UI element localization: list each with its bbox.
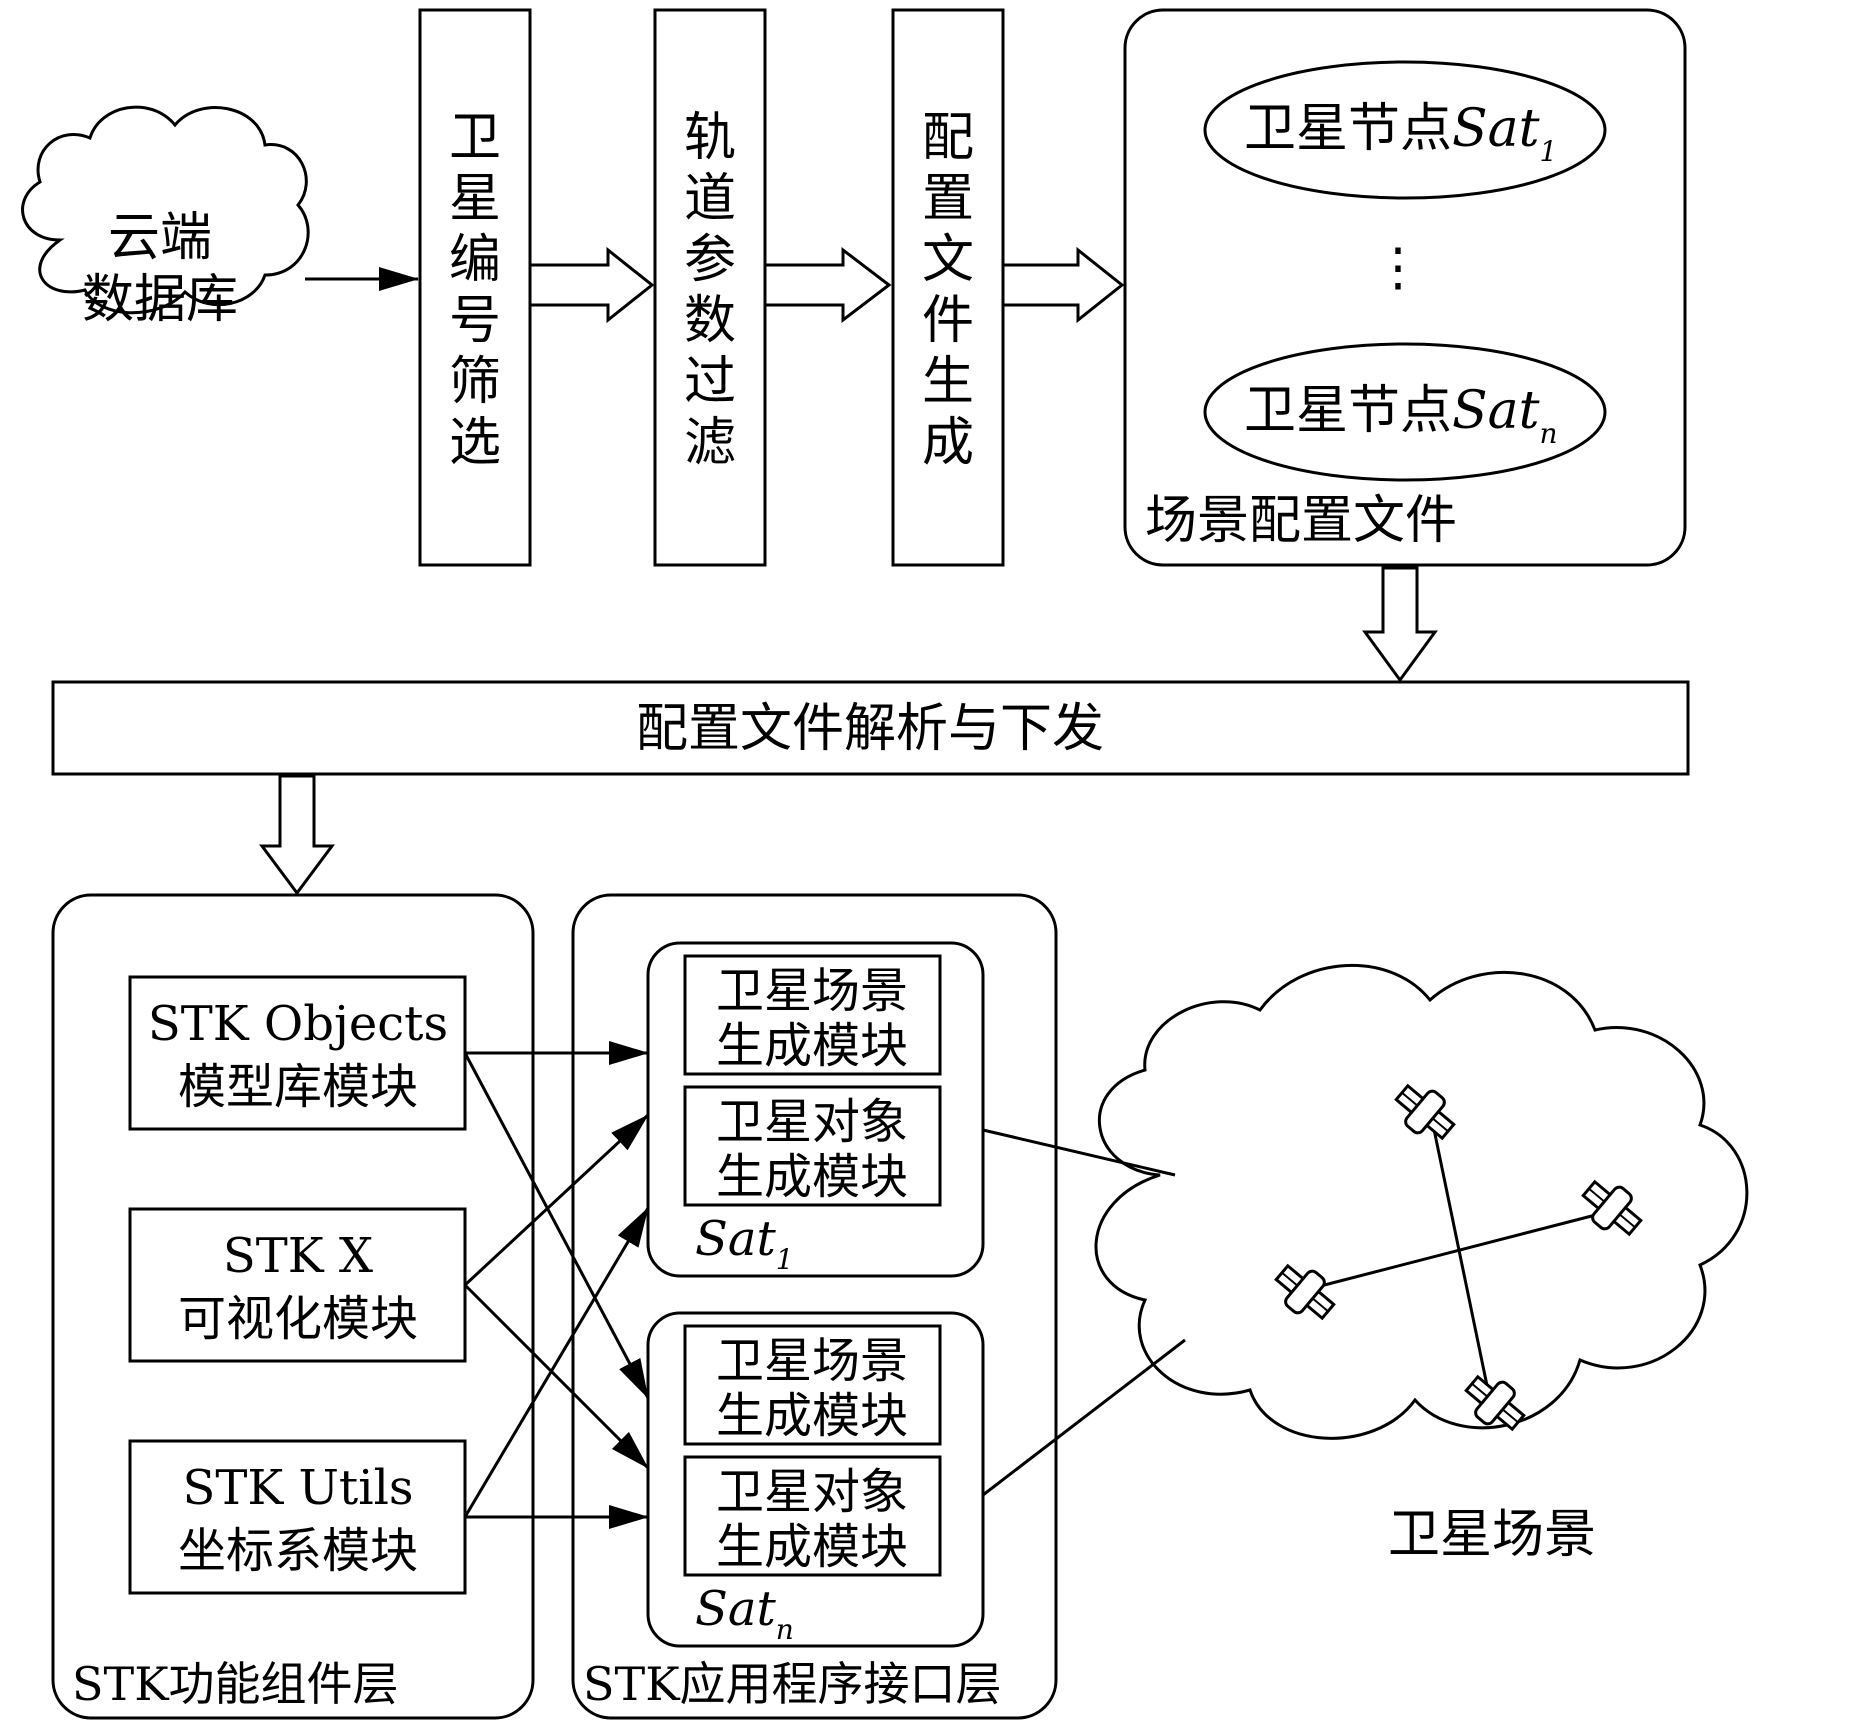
satellite-node-n (1203, 342, 1607, 482)
cloud-database-shape (21, 105, 310, 315)
cloud-database-line1: 云端 (108, 208, 212, 268)
stage-config-gen-char: 配 (922, 108, 974, 168)
satn-label: Satn (695, 1581, 794, 1646)
hollow-arrow-down-1 (1362, 566, 1438, 683)
parse-dispatch-bar (51, 680, 1690, 776)
pipeline-stages (418, 8, 1005, 567)
stk-api-layer: 卫星场景 生成模块 卫星对象 生成模块 Sat1 卫星场景 生成模块 卫星对象 … (571, 893, 1058, 1720)
module-stk-x-line2: 可视化模块 (178, 1291, 418, 1347)
stage-orbit-param-filter (653, 8, 767, 567)
hollow-arrow-1 (528, 246, 655, 324)
link-sat1-to-scene (982, 1128, 1176, 1177)
module-connections (463, 1041, 650, 1529)
satellite-scene-label: 卫星场景 (1388, 1505, 1596, 1565)
stage-orbit-param-filter-char: 道 (684, 169, 736, 229)
cloud-database-line2: 数据库 (82, 270, 238, 330)
satellite-icon (1394, 1084, 1456, 1140)
sat1-scene-module-line2: 生成模块 (716, 1018, 908, 1074)
sat1-object-module-line2: 生成模块 (716, 1149, 908, 1205)
link-sat-left-right (1304, 1208, 1616, 1292)
parse-dispatch-label: 配置文件解析与下发 (636, 699, 1104, 759)
stage-config-gen-char: 生 (922, 352, 974, 412)
hollow-arrow-3 (1001, 246, 1125, 324)
stage-orbit-param-filter-char: 滤 (684, 413, 736, 473)
module-stk-objects-line1: STK Objects (148, 996, 448, 1052)
stage-orbit-param-filter-char: 轨 (684, 108, 736, 168)
cloud-database: 云端 数据库 (21, 105, 310, 330)
stage-satellite-id-filter-char: 星 (449, 169, 501, 229)
satn-scene-module (683, 1324, 942, 1446)
satellite-icon (1274, 1264, 1336, 1320)
module-stk-utils-line2: 坐标系模块 (178, 1523, 418, 1579)
sat1-object-module (683, 1085, 942, 1207)
satellite-node-1 (1203, 60, 1607, 200)
satellite-icon (1464, 1375, 1526, 1431)
hollow-arrow-down-2 (259, 774, 335, 896)
stk-component-layer: STK Objects 模型库模块 STK X 可视化模块 STK Utils … (51, 893, 535, 1720)
satellite-node-1-label: 卫星节点Sat1 (1244, 99, 1557, 168)
satn-object-module-line1: 卫星对象 (716, 1464, 908, 1520)
sat1-label: Sat1 (695, 1211, 794, 1276)
stage-satellite-id-filter-char: 编 (449, 230, 501, 290)
satn-scene-module-line1: 卫星场景 (716, 1333, 908, 1389)
sat1-scene-module (683, 954, 942, 1076)
scene-config-file: 卫星节点Sat1 ⋮ 卫星节点Satn 场景配置文件 (1123, 8, 1687, 567)
stage-satellite-id-filter-char: 卫 (449, 108, 501, 168)
module-stk-utils-line1: STK Utils (182, 1460, 413, 1516)
hollow-arrows-row (528, 246, 1125, 324)
module-stk-objects-line2: 模型库模块 (178, 1059, 418, 1115)
satellite-node-n-label: 卫星节点Satn (1244, 381, 1558, 450)
stage-satellite-id-filter (418, 8, 532, 567)
stk-component-layer-label: STK功能组件层 (72, 1657, 399, 1711)
stage-config-gen-char: 文 (922, 230, 974, 290)
link-sat-top-bottom (1428, 1109, 1492, 1401)
stage-satellite-id-filter-char: 选 (449, 413, 501, 473)
module-stk-x-line1: STK X (223, 1228, 373, 1284)
sat1-scene-module-line1: 卫星场景 (716, 963, 908, 1019)
conn-x-sat1 (463, 1113, 650, 1287)
conn-utils-sat1 (463, 1207, 650, 1518)
stage-config-gen-char: 件 (922, 291, 974, 351)
stage-satellite-id-filter-char: 号 (449, 291, 501, 351)
ellipsis-vertical: ⋮ (1372, 238, 1424, 298)
stage-orbit-param-filter-char: 过 (684, 352, 736, 412)
satellite-scene-cloud (1094, 963, 1749, 1440)
stage-config-gen (891, 8, 1005, 567)
stage-config-gen-char: 置 (922, 169, 974, 229)
hollow-arrow-2 (763, 246, 892, 324)
sat1-object-module-line1: 卫星对象 (716, 1094, 908, 1150)
satn-scene-module-line2: 生成模块 (716, 1388, 908, 1444)
module-stk-utils (128, 1439, 467, 1595)
satn-object-module (683, 1455, 942, 1577)
conn-x-satn (463, 1283, 650, 1470)
stage-satellite-id-filter-char: 筛 (449, 352, 501, 412)
conn-objects-satn (463, 1052, 650, 1399)
stk-api-layer-label: STK应用程序接口层 (583, 1657, 1002, 1711)
stage-config-gen-char: 成 (922, 413, 974, 473)
scene-config-label: 场景配置文件 (1145, 491, 1457, 551)
stage-orbit-param-filter-char: 参 (684, 230, 736, 290)
satellite-icon (1581, 1180, 1643, 1236)
satellite-scene: 卫星场景 (1094, 963, 1749, 1565)
stage-orbit-param-filter-char: 数 (684, 291, 736, 351)
satn-object-module-line2: 生成模块 (716, 1519, 908, 1575)
link-satn-to-scene (982, 1338, 1186, 1497)
